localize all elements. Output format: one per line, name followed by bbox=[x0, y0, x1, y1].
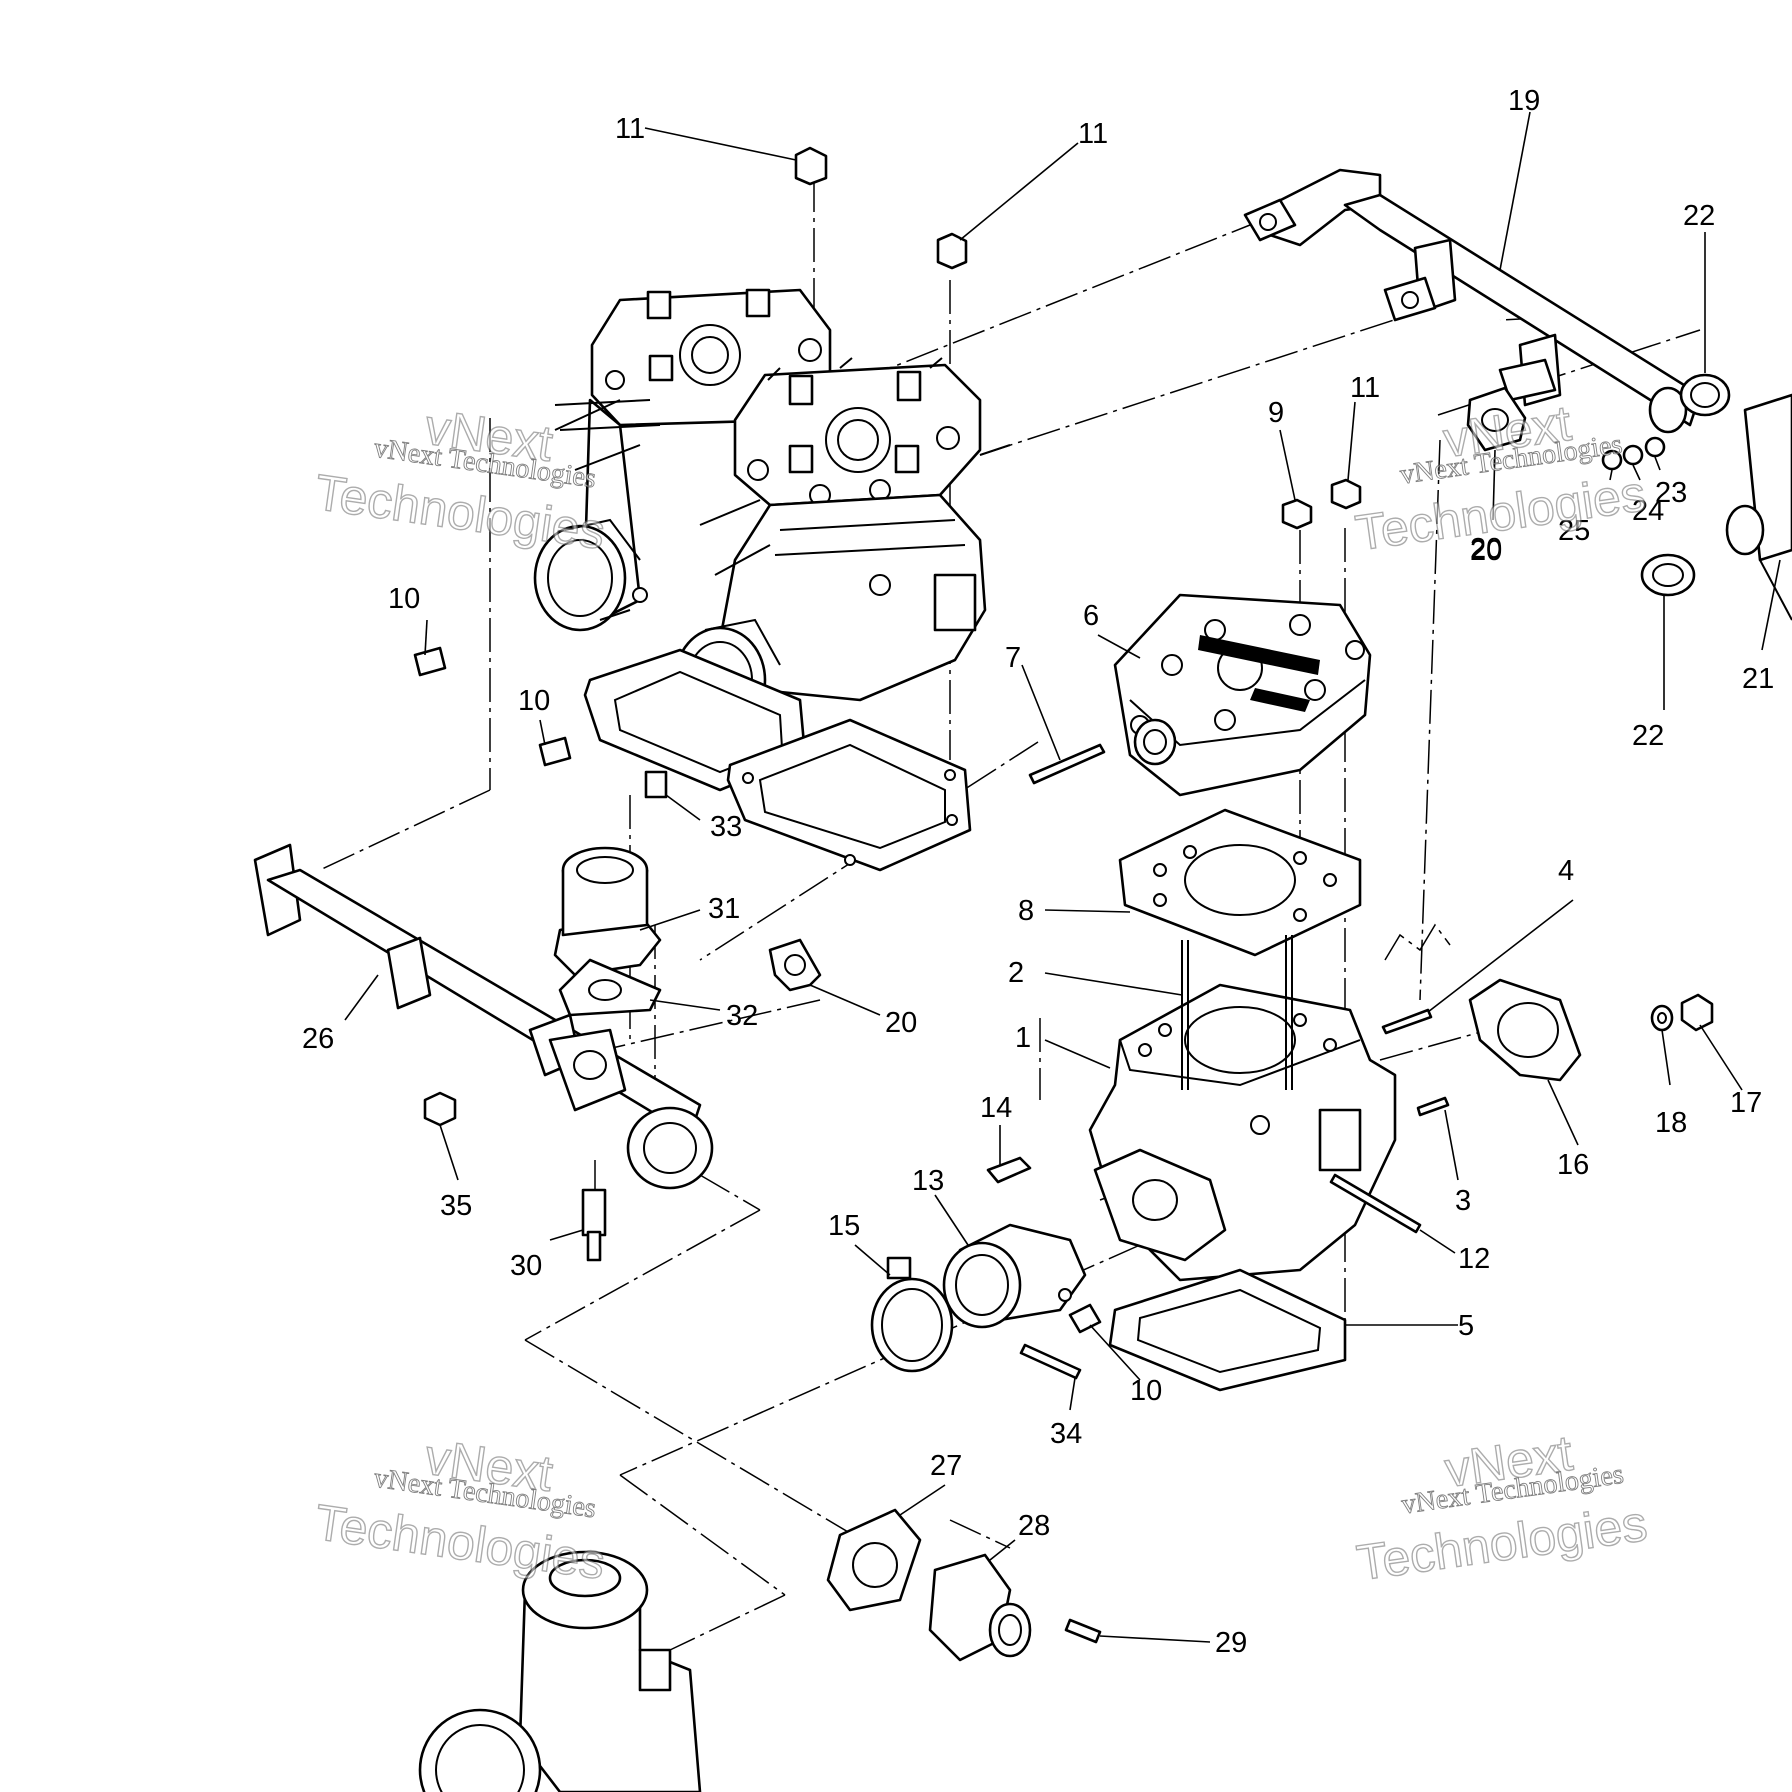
head-nuts bbox=[794, 146, 1362, 530]
svg-text:Technologies: Technologies bbox=[1354, 1495, 1651, 1591]
watermark-top-right: vNext vNext Technologies Technologies bbox=[1351, 394, 1649, 562]
callout-labels: 11 11 19 22 9 11 20 25 24 23 20 21 22 10… bbox=[302, 85, 1774, 1659]
callout: 34 bbox=[1050, 1418, 1082, 1450]
callout: 20 bbox=[1470, 533, 1502, 565]
nut-35-sender-30 bbox=[423, 1091, 607, 1262]
callout: 14 bbox=[980, 1092, 1012, 1124]
clamp-15 bbox=[870, 1256, 954, 1373]
callout: 15 bbox=[828, 1210, 860, 1242]
callout: 31 bbox=[708, 893, 740, 925]
studs-3-4-12 bbox=[1329, 1008, 1450, 1234]
callout: 21 bbox=[1742, 663, 1774, 695]
callout: 10 bbox=[388, 583, 420, 615]
callout: 10 bbox=[1130, 1375, 1162, 1407]
callout: 35 bbox=[440, 1190, 472, 1222]
clamps-22 bbox=[1640, 373, 1731, 597]
callout: 6 bbox=[1083, 600, 1099, 632]
callout: 11 bbox=[1078, 118, 1108, 150]
callout: 10 bbox=[518, 685, 550, 717]
thermostat-housing-28 bbox=[928, 1553, 1032, 1662]
callout: 22 bbox=[1632, 720, 1664, 752]
small-hardware-23-25 bbox=[1601, 436, 1666, 481]
base-gasket-5 bbox=[1108, 1268, 1347, 1392]
exhaust-manifold bbox=[1243, 168, 1792, 621]
cylinder-1 bbox=[1088, 935, 1397, 1282]
plug-33 bbox=[644, 770, 668, 799]
callout: 7 bbox=[1005, 642, 1021, 674]
gasket-20-left bbox=[768, 938, 822, 992]
callout: 16 bbox=[1557, 1149, 1589, 1181]
callout: 11 bbox=[1350, 372, 1380, 404]
callout: 5 bbox=[1458, 1310, 1474, 1342]
callout: 18 bbox=[1655, 1107, 1687, 1139]
fitting-31 bbox=[553, 846, 662, 977]
callout: 30 bbox=[510, 1250, 542, 1282]
thermostat-gasket-27 bbox=[826, 1508, 922, 1612]
intake-adapter-13 bbox=[942, 1223, 1087, 1329]
callout: 19 bbox=[1508, 85, 1540, 117]
cylinder-head-6 bbox=[1113, 593, 1372, 797]
callout: 26 bbox=[302, 1023, 334, 1055]
base-gaskets-twin bbox=[583, 648, 972, 872]
stud-7 bbox=[1028, 743, 1106, 785]
watermark-bottom-left: vNext vNext Technologies Technologies bbox=[311, 1428, 609, 1591]
twin-cylinder-assembly bbox=[533, 288, 1011, 734]
callout: 1 bbox=[1015, 1022, 1031, 1054]
callout: 32 bbox=[726, 1000, 758, 1032]
callout: 29 bbox=[1215, 1627, 1247, 1659]
fittings-10-left bbox=[413, 646, 572, 767]
screw-34-fitting-10 bbox=[1019, 1303, 1102, 1380]
callout: 24 bbox=[1632, 495, 1664, 527]
head-gasket-8 bbox=[1118, 808, 1362, 957]
leader-lines bbox=[344, 111, 1781, 1643]
callout: 23 bbox=[1655, 477, 1687, 509]
callout: 13 bbox=[912, 1165, 944, 1197]
callout: 20 bbox=[885, 1007, 917, 1039]
callout: 2 bbox=[1008, 957, 1024, 989]
watermark-bottom-right: vNext vNext Technologies Technologies bbox=[1353, 1424, 1651, 1592]
callout: 17 bbox=[1730, 1087, 1762, 1119]
callout: 9 bbox=[1268, 397, 1284, 429]
callout: 25 bbox=[1558, 515, 1590, 547]
screw-14 bbox=[986, 1156, 1032, 1184]
callout: 28 bbox=[1018, 1510, 1050, 1542]
callout: 3 bbox=[1455, 1185, 1471, 1217]
callout: 22 bbox=[1683, 200, 1715, 232]
exhaust-gasket-20-upper bbox=[1466, 386, 1527, 452]
callout: 4 bbox=[1558, 855, 1574, 887]
callout: 33 bbox=[710, 811, 742, 843]
callout: 27 bbox=[930, 1450, 962, 1482]
carburetor bbox=[418, 1550, 702, 1792]
flange-16-18-17 bbox=[1468, 978, 1714, 1082]
callout: 11 bbox=[615, 113, 645, 145]
callout: 8 bbox=[1018, 895, 1034, 927]
screw-29 bbox=[1064, 1618, 1102, 1644]
watermark-top-left: vNext vNext Technologies Technologies bbox=[311, 398, 609, 561]
coolant-manifold-26 bbox=[253, 843, 714, 1190]
callout: 20 bbox=[1470, 535, 1502, 567]
callout: 12 bbox=[1458, 1243, 1490, 1275]
